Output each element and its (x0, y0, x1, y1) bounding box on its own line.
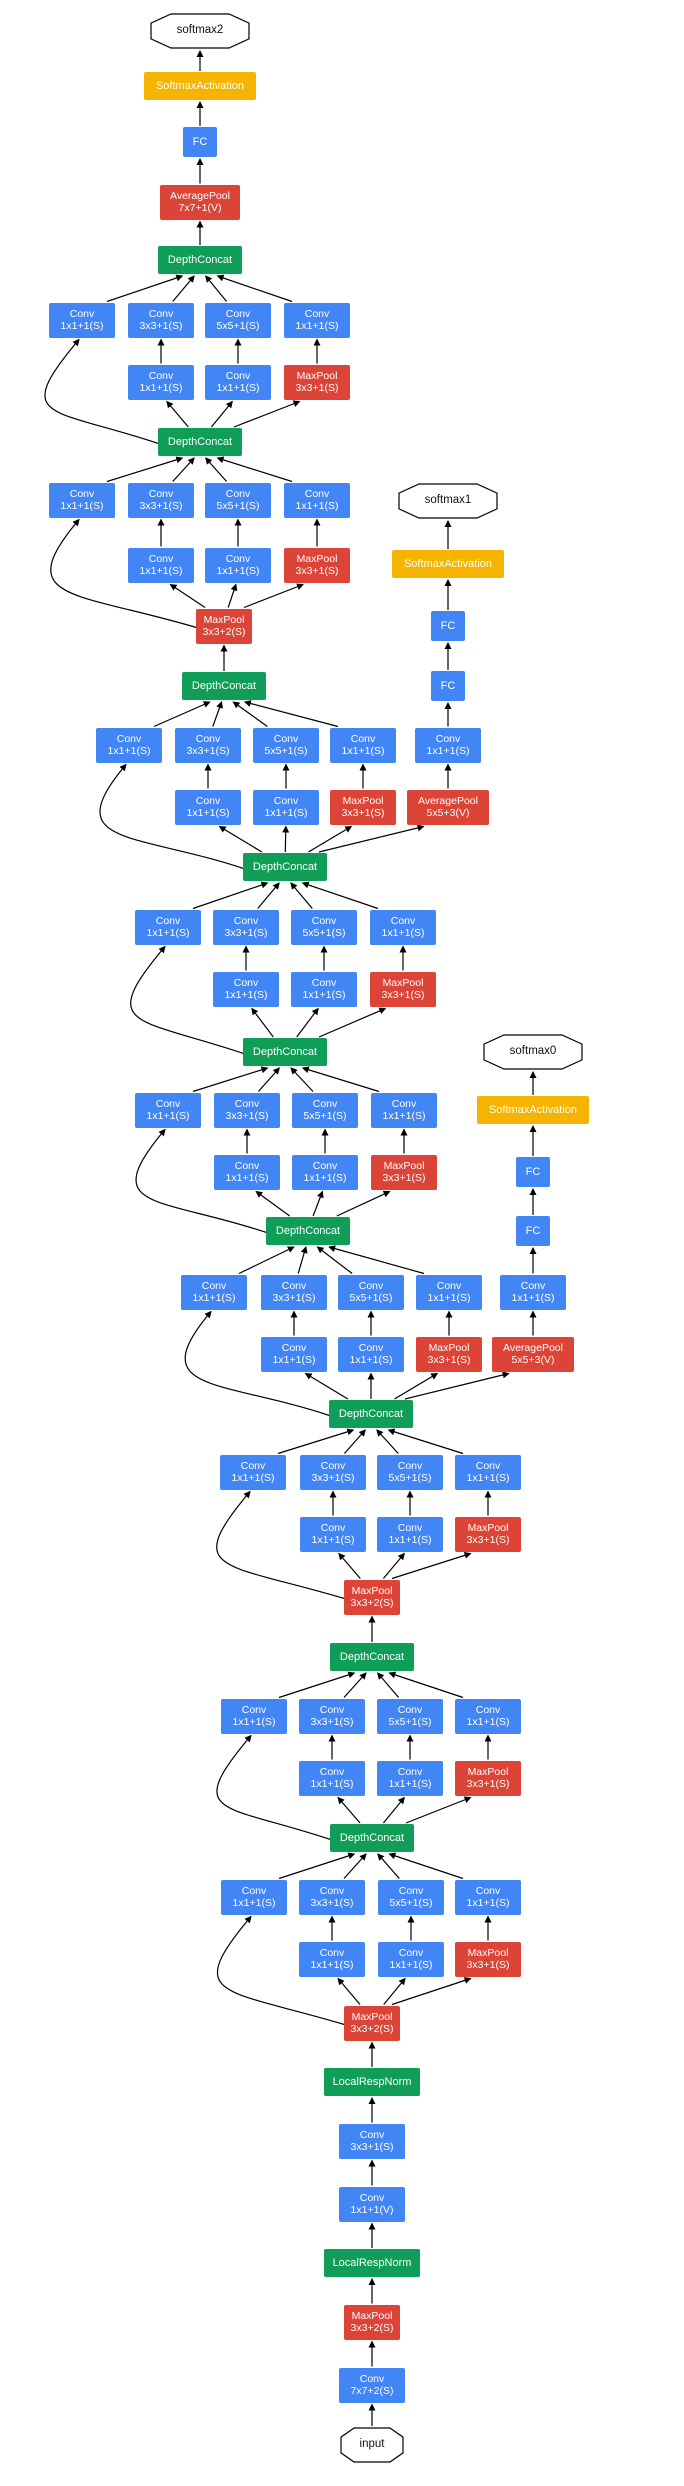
edge-concat-5a-to-b5b-r1 (166, 400, 189, 428)
edge-pool45-to-b5a-mp (243, 583, 304, 609)
edge-pool23-to-b3a-r2 (383, 1977, 406, 2005)
edge-b3b-c5-to-concat-3b (377, 1672, 400, 1698)
edge-concat-4a-to-aux0-avg (404, 1371, 510, 1400)
edge-b3a-c1-to-concat-3a (278, 1852, 356, 1880)
edge-b4b-c1-to-concat-4b (238, 1246, 295, 1275)
edge-concat-3a-to-b3b-r2 (382, 1796, 405, 1824)
edge-concat-4a-to-b4b-c1 (184, 1310, 332, 1417)
edge-pool23-to-b3a-c1 (216, 1915, 347, 2026)
edge-concat-3a-to-b3b-r1 (337, 1796, 361, 1824)
edge-b5b-c5-to-concat-5b (205, 275, 228, 302)
edge-pool45-to-b5a-r1 (169, 583, 206, 608)
edge-pool45-to-b5a-r2 (227, 583, 238, 608)
edge-concat-5a-to-b5b-c1 (44, 338, 161, 445)
edge-concat-4b-to-b4c-c1 (135, 1128, 269, 1234)
edge-b3b-cp-to-concat-3b (388, 1671, 464, 1699)
edge-b5a-c5-to-concat-5a (205, 457, 228, 482)
edge-concat-4d-to-b4e-c1 (99, 763, 246, 870)
edge-concat-4c-to-b4d-r2 (296, 1007, 319, 1038)
edge-concat-4b-to-b4c-r2 (312, 1190, 324, 1217)
edge-b4c-c5-to-concat-4c (290, 1067, 314, 1092)
edge-concat-4c-to-b4d-mp (318, 1007, 387, 1038)
edge-b4a-c1-to-concat-4a (277, 1428, 355, 1455)
edge-concat-3a-to-b3b-mp (405, 1796, 472, 1824)
edge-b4c-cp-to-concat-4c (301, 1066, 380, 1093)
edge-b4d-c3-to-concat-4d (257, 882, 280, 909)
edge-concat-5a-to-b5b-mp (233, 400, 301, 428)
edge-b5b-c3-to-concat-5b (172, 275, 195, 302)
edge-concat-4c-to-b4d-c1 (130, 945, 246, 1055)
edge-b4d-c1-to-concat-4d (192, 881, 269, 910)
edge-b4d-cp-to-concat-4d (301, 881, 379, 910)
edge-b4a-c3-to-concat-4a (343, 1429, 366, 1454)
edge-pool23-to-b3a-mp (391, 1977, 472, 2006)
edge-concat-4d-to-aux1-avg (318, 824, 425, 853)
edge-b4a-c5-to-concat-4a (376, 1429, 399, 1454)
edge-pool34-to-b4a-r2 (382, 1552, 405, 1579)
edge-b4c-c1-to-concat-4c (192, 1066, 269, 1093)
edge-b5a-cp-to-concat-5a (216, 456, 293, 483)
edge-b4b-cp-to-concat-4b (328, 1245, 425, 1275)
edge-b4e-c3-to-concat-4e (212, 701, 223, 727)
edge-b4b-c3-to-concat-4b (297, 1246, 308, 1274)
edge-concat-4a-to-b4b-mp (394, 1372, 439, 1400)
edge-b3a-cp-to-concat-3a (388, 1852, 464, 1880)
edge-b4e-c5-to-concat-4e (232, 701, 268, 727)
edge-concat-4c-to-b4d-r1 (251, 1007, 274, 1038)
edge-pool34-to-b4a-r1 (338, 1552, 361, 1579)
edge-b5a-c1-to-concat-5a (106, 456, 184, 483)
edge-concat-4d-to-b4e-mp (308, 825, 353, 853)
edge-pool34-to-b4a-c1 (216, 1490, 347, 1600)
edge-b3a-c5-to-concat-3a (377, 1853, 400, 1879)
edge-concat-4b-to-b4c-mp (336, 1190, 391, 1217)
edge-b5b-cp-to-concat-5b (216, 274, 293, 303)
edge-b5a-c3-to-concat-5a (172, 457, 195, 482)
edge-b4e-cp-to-concat-4e (243, 700, 339, 728)
edge-concat-3a-to-b3b-c1 (216, 1734, 333, 1841)
edge-b3b-c3-to-concat-3b (343, 1672, 367, 1698)
edge-concat-4d-to-b4e-r2 (282, 825, 290, 853)
edge-b4b-c5-to-concat-4b (316, 1246, 353, 1274)
edge-concat-4b-to-b4c-r1 (255, 1190, 291, 1217)
edge-b4e-c1-to-concat-4e (153, 701, 211, 728)
edge-concat-4a-to-b4b-r1 (304, 1372, 349, 1400)
edge-b4a-cp-to-concat-4a (387, 1428, 464, 1455)
edge-b5b-c1-to-concat-5b (106, 274, 184, 303)
edge-b3b-c1-to-concat-3b (278, 1671, 356, 1699)
edge-pool45-to-b5a-c1 (50, 518, 199, 629)
edge-b4d-c5-to-concat-4d (290, 882, 313, 909)
edge-b4c-c3-to-concat-4c (257, 1067, 280, 1092)
edge-pool34-to-b4a-mp (391, 1551, 472, 1580)
edge-b3a-c3-to-concat-3a (343, 1853, 367, 1879)
edge-concat-5a-to-b5b-r2 (210, 400, 233, 428)
edge-pool23-to-b3a-r1 (337, 1977, 361, 2005)
edge-concat-4d-to-b4e-r1 (218, 825, 263, 853)
